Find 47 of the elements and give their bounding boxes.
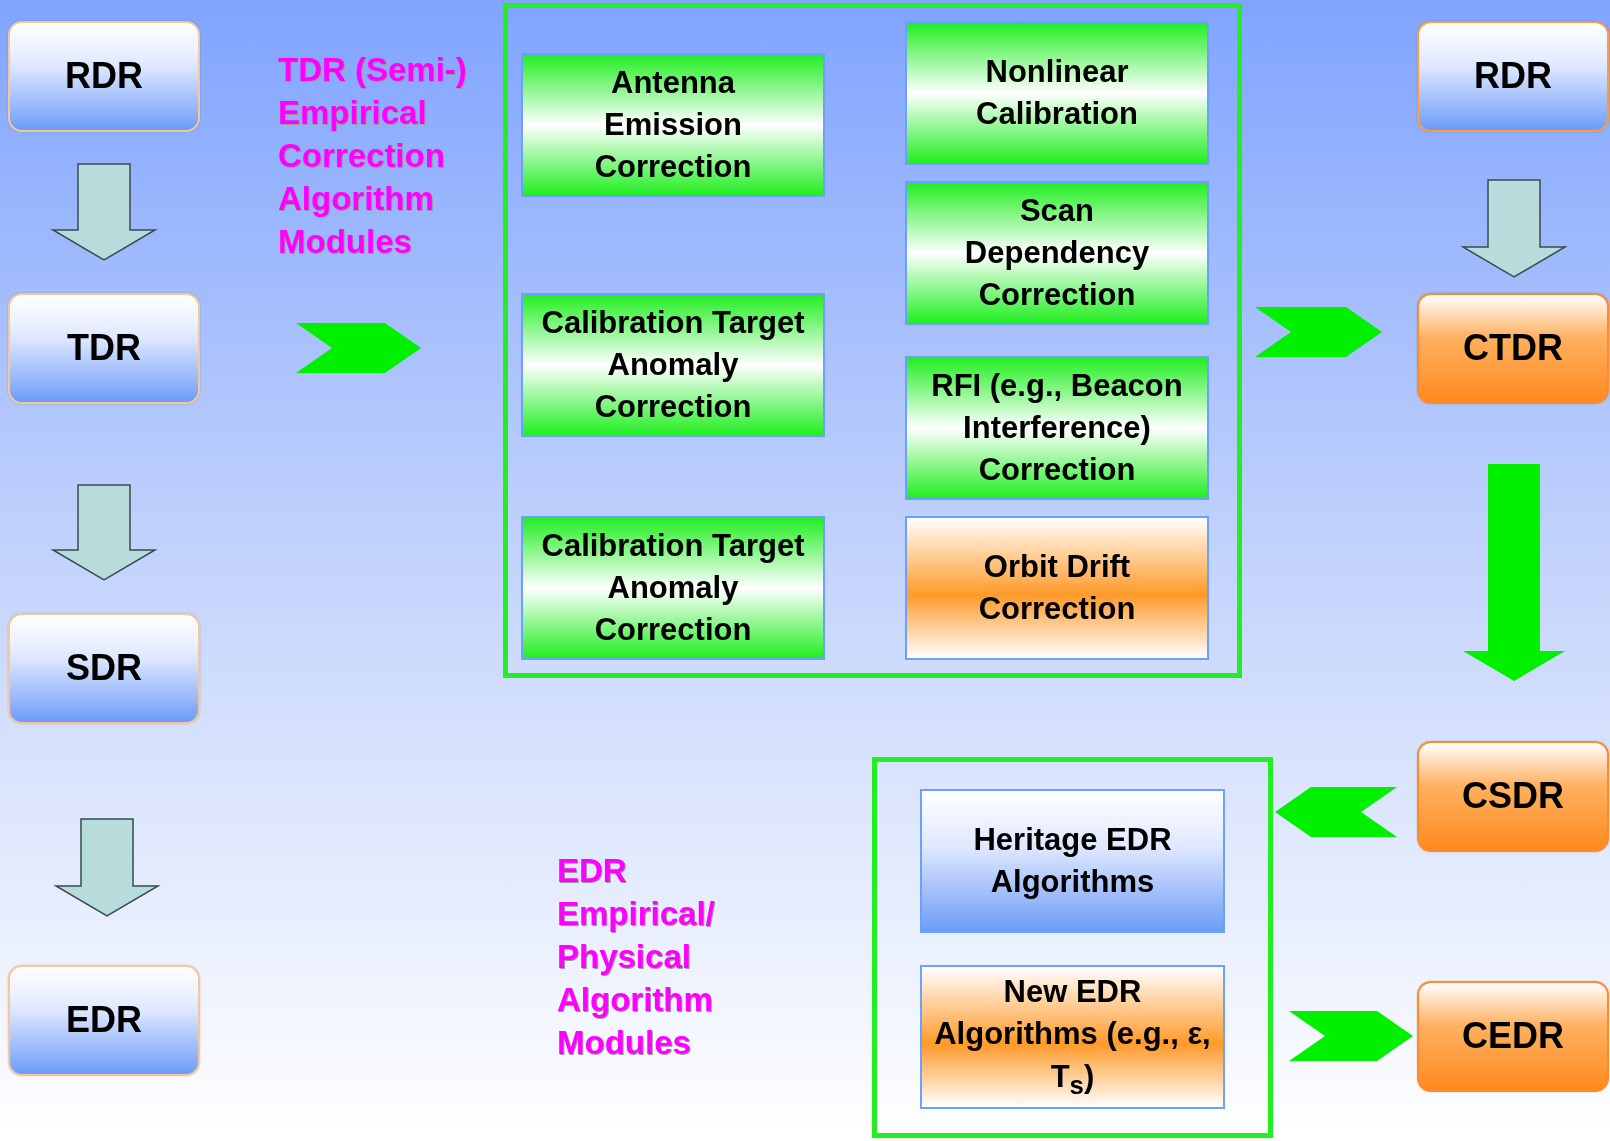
data-level-box xyxy=(8,965,200,1076)
node-label: CTDR xyxy=(1463,326,1563,370)
block-arrow xyxy=(50,163,158,261)
node-label: RDR xyxy=(65,54,143,98)
node-label: CSDR xyxy=(1462,774,1564,818)
data-level-box xyxy=(1417,981,1609,1092)
node-label: CEDR xyxy=(1462,1014,1564,1058)
data-level-box xyxy=(8,613,200,724)
module-box xyxy=(521,293,825,437)
data-level-box xyxy=(8,21,200,132)
node-label: EDR xyxy=(66,998,142,1042)
module-box xyxy=(920,965,1225,1109)
block-arrow xyxy=(1460,179,1568,278)
node-label: Nonlinear Calibration xyxy=(975,52,1139,133)
node-label: RFI (e.g., Beacon Interference) Correction xyxy=(930,366,1184,490)
node-label: RDR xyxy=(1474,54,1552,98)
chevron-arrow xyxy=(1255,307,1382,357)
node-label: Heritage EDR Algorithms xyxy=(972,820,1173,901)
module-note: TDR (Semi-) Empirical Correction Algorithm Modules xyxy=(278,50,468,262)
module-box xyxy=(905,516,1209,660)
node-label: Antenna Emission Correction xyxy=(593,63,753,187)
chevron-arrow xyxy=(1275,787,1397,837)
module-box xyxy=(521,53,825,197)
module-box xyxy=(905,21,1209,165)
group-frame xyxy=(872,757,1273,1138)
module-box xyxy=(920,789,1225,933)
node-label: SDR xyxy=(66,646,142,690)
group-frame xyxy=(503,3,1242,678)
data-level-box xyxy=(1417,21,1609,132)
module-note: EDR Empirical/ Physical Algorithm Modules xyxy=(557,851,716,1063)
node-label: Calibration Target Anomaly Correction xyxy=(540,526,806,650)
node-label: TDR xyxy=(67,326,141,370)
data-level-box xyxy=(1417,293,1609,404)
module-box xyxy=(905,356,1209,500)
module-box xyxy=(521,516,825,660)
block-arrow xyxy=(50,484,158,581)
node-label: New EDR Algorithms (e.g., ε, T$_{s}$) xyxy=(933,973,1212,1101)
block-arrow xyxy=(1463,464,1565,681)
data-level-box xyxy=(8,293,200,404)
node-label: Orbit Drift Correction xyxy=(977,547,1137,628)
node-label: Scan Dependency Correction xyxy=(963,191,1151,315)
chevron-arrow xyxy=(1289,1011,1413,1061)
data-level-box xyxy=(1417,741,1609,852)
node-label: Calibration Target Anomaly Correction xyxy=(540,303,806,427)
block-arrow xyxy=(53,818,161,917)
chevron-arrow xyxy=(296,323,421,373)
module-box xyxy=(905,181,1209,325)
